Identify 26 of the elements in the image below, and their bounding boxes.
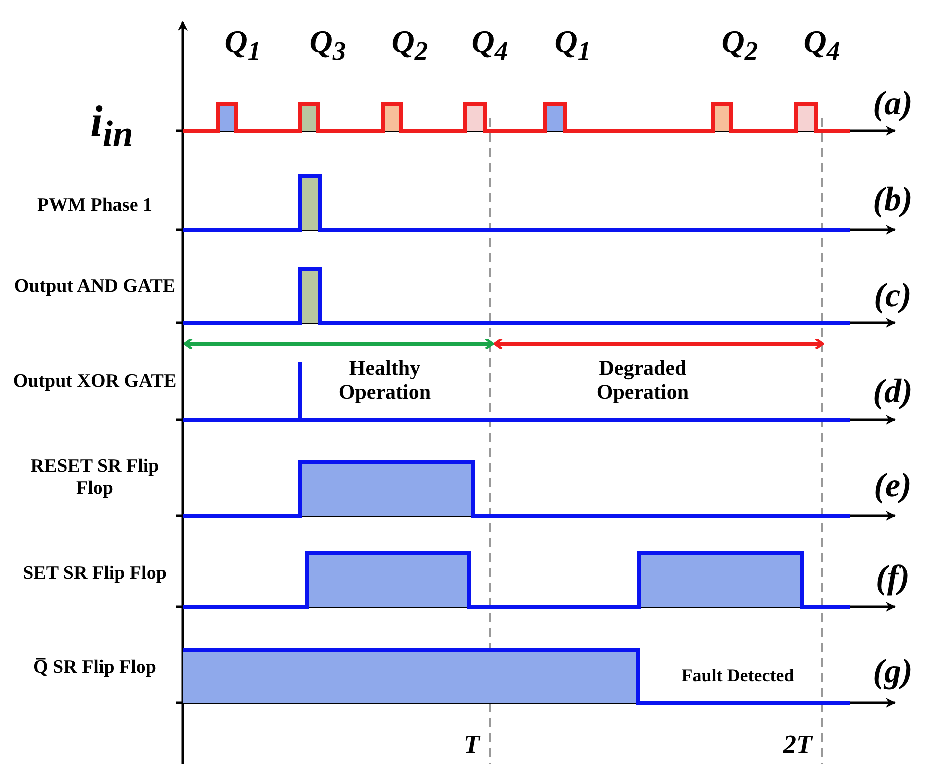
signal-label: SET SR Flip Flop — [22, 563, 168, 585]
pulse-label: Q$_{2}$ — [722, 23, 758, 67]
pulse-label: Q$_{2}$ — [392, 23, 428, 67]
signal-label: i$_{in}$ — [90, 97, 134, 155]
pulse-label: Q$_{3}$ — [310, 23, 346, 67]
pulse-label: Q$_{1}$ — [224, 23, 262, 67]
pulse-label: Q$_{1}$ — [554, 23, 592, 67]
panel-letter: (b) — [873, 180, 913, 220]
status-label: Fault Detected — [682, 666, 794, 686]
panel-letter: (c) — [874, 276, 912, 316]
interval-label: Degraded Operation — [596, 356, 690, 404]
signal-label: RESET SR Flip Flop — [30, 456, 160, 500]
time-label: 2T — [784, 730, 812, 760]
panel-letter: (e) — [874, 466, 912, 506]
signal-label: Output XOR GATE — [12, 371, 178, 393]
pulse-label: Q$_{4}$ — [472, 23, 508, 67]
panel-letter: (g) — [873, 652, 913, 692]
signal-label: Output AND GATE — [13, 276, 177, 298]
panel-letter: (a) — [873, 84, 913, 124]
signal-label: Q̅ SR Flip Flop — [32, 657, 158, 679]
interval-label: Healthy Operation — [338, 356, 432, 404]
panel-letter: (d) — [873, 372, 913, 412]
signal-label: PWM Phase 1 — [36, 195, 154, 217]
pulse-label: Q$_{4}$ — [804, 23, 840, 67]
time-label: T — [464, 730, 480, 760]
panel-letter: (f) — [876, 558, 910, 598]
